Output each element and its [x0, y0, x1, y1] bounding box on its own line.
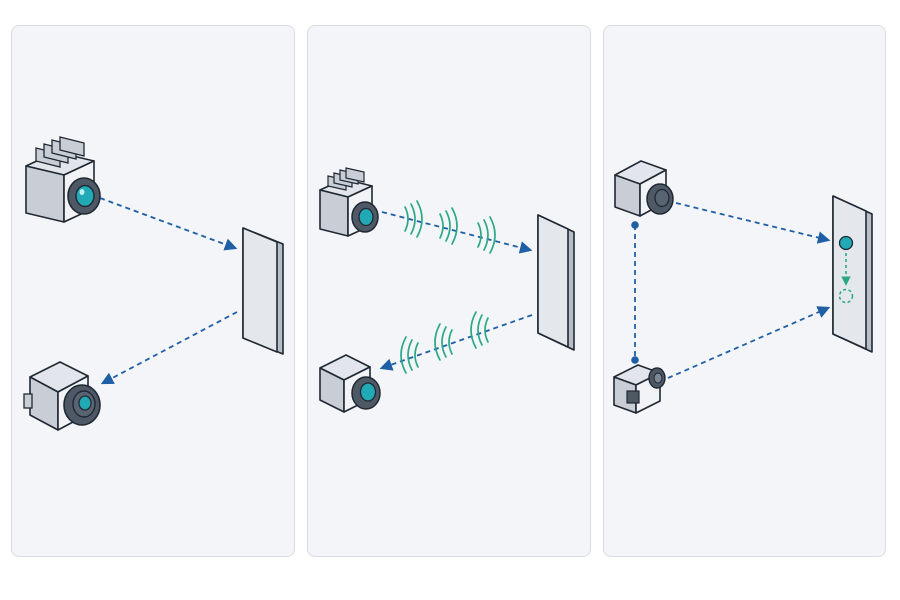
target-panel [832, 195, 873, 353]
return-dashed-arrow [667, 306, 831, 379]
projected-spot [838, 235, 854, 251]
camera-receiver-icon [23, 361, 101, 431]
outgoing-dashed-arrow [99, 197, 238, 251]
baseline-connector [631, 221, 639, 364]
displaced-spot [838, 288, 854, 304]
outgoing-dashed-arrow [675, 202, 831, 244]
reflector-panel [242, 227, 284, 355]
camera-emitter-icon [319, 167, 379, 237]
camera-receiver-icon [319, 354, 381, 413]
camera-top-icon [614, 160, 674, 217]
camera-bottom-icon [613, 364, 666, 414]
outgoing-wave-signal [381, 200, 533, 254]
camera-emitter-icon [25, 136, 101, 223]
return-wave-signal [379, 311, 533, 374]
reflector-panel [537, 214, 575, 351]
return-dashed-arrow [100, 311, 238, 385]
